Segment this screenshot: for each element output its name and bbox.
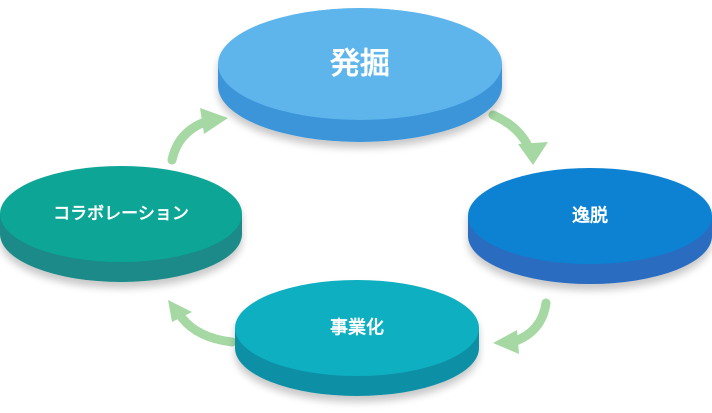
stage-disc-discovery: 発掘 [218, 8, 502, 142]
stage-label: 発掘 [329, 47, 390, 82]
arrow-icon [167, 108, 228, 165]
stage-disc-collaboration: コラボレーション [0, 166, 242, 282]
arrow-icon [488, 110, 548, 165]
arrow-icon [168, 300, 237, 347]
stage-label: コラボレーション [53, 204, 189, 224]
stage-disc-deviation: 逸脱 [468, 168, 712, 284]
arrow-icon [493, 298, 551, 354]
disc-top [218, 8, 502, 120]
disc-top [0, 166, 242, 262]
stage-disc-commercialization: 事業化 [235, 280, 479, 396]
disc-top [235, 280, 479, 376]
stage-label: 逸脱 [572, 205, 608, 227]
stage-label: 事業化 [330, 317, 384, 339]
disc-top [468, 168, 712, 264]
